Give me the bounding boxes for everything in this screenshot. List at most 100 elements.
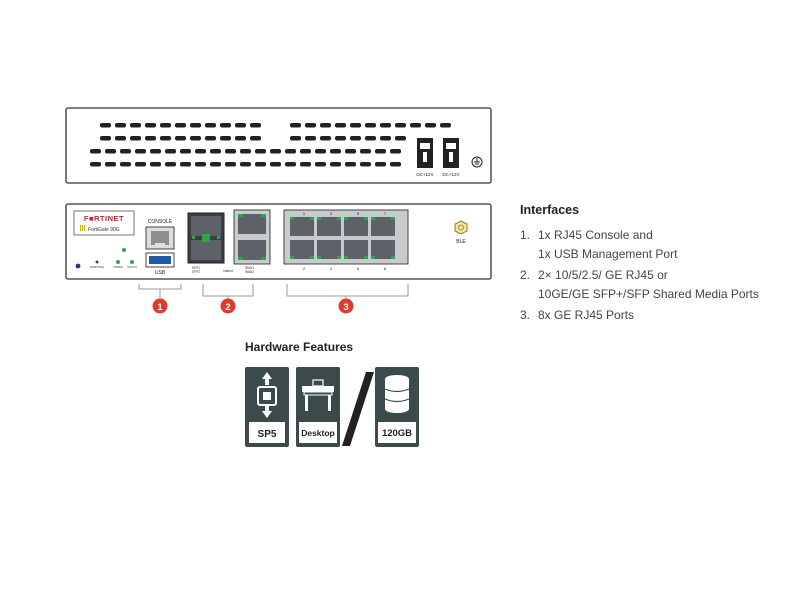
- vent-slot: [160, 136, 171, 141]
- feature-label-desktop: Desktop: [301, 428, 335, 438]
- interfaces-title: Interfaces: [520, 203, 580, 217]
- lan-port-led: [290, 256, 294, 259]
- vent-slot: [270, 162, 281, 167]
- lan-port[interactable]: [317, 240, 341, 259]
- vent-slot: [375, 162, 386, 167]
- vent-slot: [135, 162, 146, 167]
- lan-port-num-4: 4: [330, 266, 333, 271]
- vent-slot: [390, 162, 401, 167]
- lan-port[interactable]: [371, 217, 395, 236]
- vent-slot: [165, 162, 176, 167]
- desk-icon: [302, 379, 334, 411]
- vent-slot: [235, 136, 246, 141]
- lan-port-led: [337, 217, 341, 220]
- vent-slot: [300, 149, 311, 154]
- lan-port-num-2: 2: [303, 266, 306, 271]
- lan-port[interactable]: [317, 217, 341, 236]
- vent-slot: [390, 149, 401, 154]
- fortinet-logo: F■RTINET: [84, 214, 124, 223]
- lan-port[interactable]: [371, 240, 395, 259]
- vent-slot: [210, 162, 221, 167]
- lan-port-led: [371, 256, 375, 259]
- vent-slot: [100, 123, 111, 128]
- vent-slot: [335, 123, 346, 128]
- vent-slot: [290, 123, 301, 128]
- ground-icon: [471, 156, 483, 168]
- vent-slot: [150, 149, 161, 154]
- lan-port-num-7: 7: [384, 211, 387, 216]
- vent-slot: [240, 149, 251, 154]
- slash-separator: [342, 372, 374, 446]
- interface-item-number: 1.: [520, 228, 531, 242]
- vent-slot: [290, 136, 301, 141]
- vent-slot: [375, 149, 386, 154]
- sfp-label-1: SFP1: [192, 266, 200, 270]
- top-led: [122, 248, 126, 252]
- lan-port-led: [391, 217, 395, 220]
- vent-slot: [345, 162, 356, 167]
- led-label-status: STATUS: [127, 266, 137, 269]
- interface-item-2: 2. 2× 10/5/2.5/ GE RJ45 or 10GE/GE SFP+/…: [520, 266, 790, 304]
- interface-item-line: 8x GE RJ45 Ports: [538, 308, 635, 322]
- lan-port-num-6: 6: [357, 266, 360, 271]
- interface-item-text: 2× 10/5/2.5/ GE RJ45 or 10GE/GE SFP+/SFP…: [538, 266, 790, 304]
- callout-2-label: 2: [225, 302, 230, 313]
- vent-slot: [90, 149, 101, 154]
- vent-slot: [305, 136, 316, 141]
- hardware-features-title: Hardware Features: [245, 340, 354, 354]
- lan-port-led: [364, 217, 368, 220]
- lan-port[interactable]: [290, 240, 314, 259]
- storage-icon: [384, 375, 410, 413]
- feature-card-120gb: 120GB: [375, 367, 419, 447]
- usb-port[interactable]: [145, 252, 175, 268]
- power-label-2: DC+12V: [442, 172, 459, 177]
- callout-brackets: [138, 284, 409, 300]
- usb-label: USB: [155, 270, 166, 276]
- vent-slot: [240, 162, 251, 167]
- callout-2: 2: [220, 298, 236, 314]
- vent-slot: [180, 162, 191, 167]
- vent-slot: [120, 149, 131, 154]
- lan-port-led: [337, 256, 341, 259]
- interface-item-number: 2.: [520, 268, 531, 282]
- vent-slot: [135, 149, 146, 154]
- vent-slot: [205, 123, 216, 128]
- feature-label-sp5: SP5: [258, 429, 277, 440]
- vent-slot: [90, 162, 101, 167]
- vent-slot: [285, 149, 296, 154]
- callout-3-label: 3: [343, 302, 348, 313]
- vent-slot: [195, 162, 206, 167]
- wan-label-1: WAN1: [245, 266, 254, 270]
- lan-port[interactable]: [290, 217, 314, 236]
- lan-port[interactable]: [344, 240, 368, 259]
- vent-slot: [425, 123, 436, 128]
- interface-item-line: 1x USB Management Port: [538, 247, 678, 261]
- vent-slot: [410, 123, 421, 128]
- vent-slot: [300, 162, 311, 167]
- rear-panel: DC+12V DC+12V: [65, 107, 492, 184]
- wan-ports[interactable]: [233, 209, 271, 265]
- vent-slot: [365, 136, 376, 141]
- brand-badge: F■RTINET FortiGate 90G: [73, 210, 135, 236]
- vent-slot: [225, 162, 236, 167]
- vent-slot: [330, 162, 341, 167]
- lan-port-led: [310, 217, 314, 220]
- lan-ports[interactable]: [283, 209, 409, 265]
- feature-label-120gb: 120GB: [382, 428, 412, 439]
- vent-slot: [130, 136, 141, 141]
- reset-button[interactable]: [75, 263, 81, 269]
- vent-slot: [105, 162, 116, 167]
- wan-label-2: WAN2: [245, 270, 254, 274]
- lan-port[interactable]: [344, 217, 368, 236]
- lan-port-led: [344, 217, 348, 220]
- vent-slot: [220, 136, 231, 141]
- lan-port-led: [391, 256, 395, 259]
- console-port[interactable]: [145, 226, 175, 250]
- lan-port-num-5: 5: [357, 211, 360, 216]
- vent-slot: [285, 162, 296, 167]
- feature-card-sp5: SP5: [245, 367, 289, 447]
- lan-port-led: [290, 217, 294, 220]
- interface-item-number: 3.: [520, 308, 531, 322]
- vent-slot: [175, 123, 186, 128]
- sfp-ports[interactable]: [187, 212, 225, 264]
